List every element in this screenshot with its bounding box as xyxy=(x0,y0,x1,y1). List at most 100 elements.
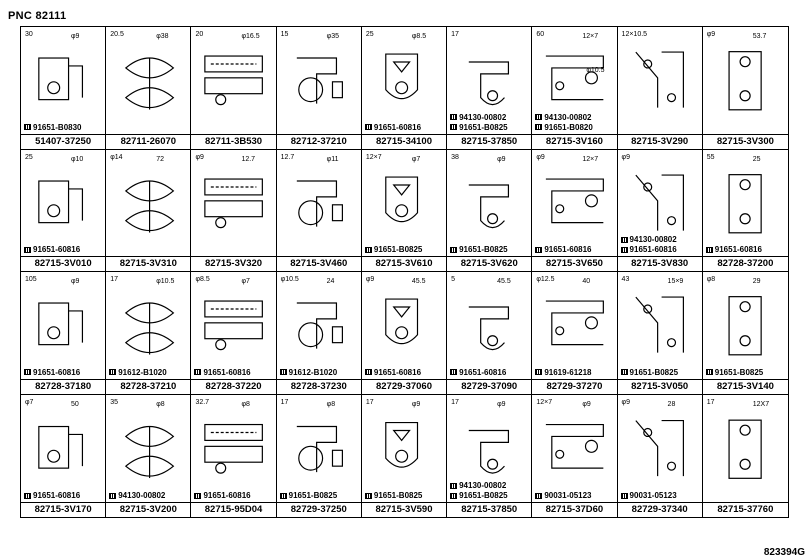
part-number[interactable]: 82715-34100 xyxy=(361,133,447,149)
part-number[interactable]: 82715-3V830 xyxy=(617,256,702,271)
fastener-number: 91651-B0825 xyxy=(459,122,508,132)
fastener-number: 91651-B0830 xyxy=(33,122,82,132)
dimension-label: 15×9 xyxy=(667,278,684,285)
fastener-callout: 91651-60816 xyxy=(24,491,80,500)
fastener-callout: 90031-05123 xyxy=(535,491,591,500)
dimension-label: φ8 xyxy=(156,400,165,408)
dimension-label: 12X7 xyxy=(752,400,770,408)
part-number[interactable]: 82729-37090 xyxy=(447,378,532,394)
fastener-number: 91651-B0825 xyxy=(459,245,508,254)
part-number[interactable]: 82729-37340 xyxy=(617,502,702,517)
dimension-label: φ9 xyxy=(497,400,506,408)
part-number[interactable]: 82715-3V320 xyxy=(191,256,276,271)
fastener-number: 91651-B0825 xyxy=(714,367,764,377)
dimension-label: φ10.5 xyxy=(586,67,605,74)
fastener-number: 91651-60816 xyxy=(714,245,762,254)
dimension-label: 50 xyxy=(71,400,79,408)
part-number[interactable]: 82715-3V010 xyxy=(21,256,106,271)
fastener-number: 90031-05123 xyxy=(629,491,677,500)
part-number[interactable]: 82729-37060 xyxy=(361,378,447,394)
dimension-label: 45.5 xyxy=(411,278,426,285)
fastener-number: 91651-60816 xyxy=(33,367,81,377)
dimension-label: 12.7 xyxy=(241,155,256,163)
dimension-label: 12×7 xyxy=(365,153,382,161)
part-number[interactable]: 82728-37200 xyxy=(702,256,788,271)
part-number[interactable]: 82715-3V160 xyxy=(532,133,617,149)
dimension-label: φ8.5 xyxy=(411,33,427,40)
fastener-number: 94130-00802 xyxy=(544,112,592,122)
part-number[interactable]: 82715-3V310 xyxy=(106,256,191,271)
part-number[interactable]: 82715-3V620 xyxy=(447,256,532,271)
part-drawing xyxy=(296,302,343,349)
dimension-label: φ9 xyxy=(621,398,630,406)
part-number[interactable]: 82729-37250 xyxy=(276,502,361,517)
part-number[interactable]: 82715-37850 xyxy=(447,502,532,517)
dimension-label: φ10.5 xyxy=(280,276,299,283)
part-number[interactable]: 82715-3V050 xyxy=(617,378,702,394)
fastener-number: 94130-00802 xyxy=(459,112,507,122)
part-number[interactable]: 82715-3V610 xyxy=(361,256,447,271)
fastener-number: 91651-B0825 xyxy=(288,491,338,500)
dimension-label: φ8 xyxy=(326,400,336,408)
bolt-icon xyxy=(450,124,458,131)
fastener-callout: 91651-B0820 xyxy=(535,123,593,132)
part-number[interactable]: 82715-95D04 xyxy=(191,502,276,517)
part-number[interactable]: 82715-3V300 xyxy=(702,133,788,149)
fastener-callout: 91612-B1020 xyxy=(279,368,337,377)
bolt-icon xyxy=(24,124,31,131)
part-drawing xyxy=(125,425,175,478)
part-number[interactable]: 82715-3V200 xyxy=(106,502,191,517)
dimension-label: φ11 xyxy=(326,155,339,163)
part-number[interactable]: 51407-37250 xyxy=(21,133,106,149)
part-number[interactable]: 82711-26070 xyxy=(106,133,191,149)
part-number[interactable]: 82715-37D60 xyxy=(532,502,617,517)
fastener-number: 91651-60816 xyxy=(629,245,677,254)
fastener-callout: 91651-B0825 xyxy=(705,367,764,377)
part-drawing xyxy=(728,296,762,356)
part-drawing xyxy=(38,302,84,346)
dimension-label: 40 xyxy=(582,278,591,285)
part-number[interactable]: 82715-3V460 xyxy=(276,256,361,271)
part-number[interactable]: 82715-3V140 xyxy=(702,378,788,394)
fastener-callout: 94130-00802 xyxy=(109,491,165,500)
part-number[interactable]: 82715-3V170 xyxy=(21,502,106,517)
part-number[interactable]: 82715-3V650 xyxy=(532,256,617,271)
bolt-icon xyxy=(620,369,628,376)
fastener-number: 91651-60816 xyxy=(373,367,422,377)
fastener-number: 91612-B1020 xyxy=(118,367,167,377)
part-number[interactable]: 82715-37850 xyxy=(447,133,532,149)
fastener-callout: 91651-B0825 xyxy=(450,491,508,500)
part-drawing xyxy=(634,51,684,108)
part-number[interactable]: 82715-3V290 xyxy=(617,133,702,149)
part-number[interactable]: 82728-37180 xyxy=(21,378,106,394)
part-number[interactable]: 82728-37220 xyxy=(191,378,276,394)
fastener-callout: 91651-B0825 xyxy=(450,122,508,132)
fastener-callout: 91651-60816 xyxy=(194,491,251,500)
part-number[interactable]: 82715-37760 xyxy=(702,502,788,517)
part-number[interactable]: 82715-3V590 xyxy=(361,502,447,517)
bolt-icon xyxy=(109,369,117,376)
dimension-label: 12×7 xyxy=(582,155,599,163)
dimension-label: 29 xyxy=(752,278,761,285)
dimension-label: φ9 xyxy=(706,31,716,38)
part-number[interactable]: 82711-3B530 xyxy=(191,133,276,149)
fastener-callout: 91651-60816 xyxy=(705,245,762,254)
part-number[interactable]: 82728-37210 xyxy=(106,378,191,394)
part-number[interactable]: 82729-37270 xyxy=(532,378,617,394)
part-number[interactable]: 82728-37230 xyxy=(276,378,361,394)
dimension-label: 20 xyxy=(195,31,204,38)
part-number[interactable]: 82712-37210 xyxy=(276,133,361,149)
bolt-icon xyxy=(450,246,458,253)
dimension-label: 17 xyxy=(706,398,715,406)
bolt-icon xyxy=(705,246,713,253)
